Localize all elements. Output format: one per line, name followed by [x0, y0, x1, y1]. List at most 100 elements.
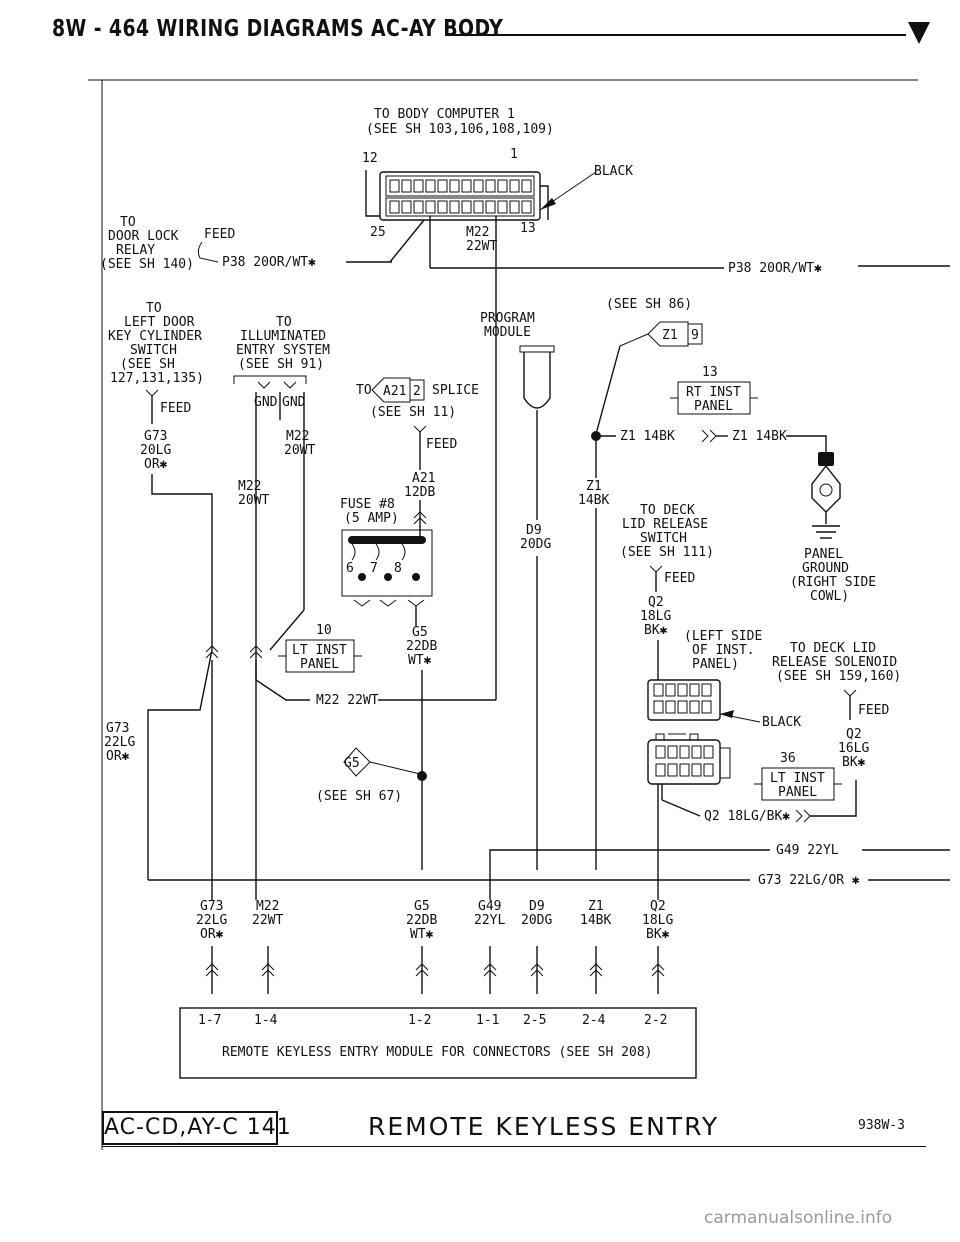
connector-cavity	[701, 700, 712, 714]
module-wire-label: 22WT	[252, 913, 283, 928]
body-computer-connector: TO BODY COMPUTER 1 (SEE SH 103,106,108,1…	[362, 107, 633, 254]
connector-cavity	[679, 745, 690, 759]
svg-text:TO DECK: TO DECK	[640, 503, 695, 518]
connector-cavity	[413, 200, 424, 214]
svg-text:G5: G5	[412, 625, 428, 640]
svg-text:TO: TO	[276, 315, 292, 330]
body-computer-ref: (SEE SH 103,106,108,109)	[366, 122, 554, 137]
pin-25: 25	[370, 225, 386, 240]
module-pin-label: 1-1	[476, 1013, 499, 1028]
svg-text:Q2 18LG/BK✱: Q2 18LG/BK✱	[704, 809, 790, 824]
svg-text:M22 22WT: M22 22WT	[316, 693, 379, 708]
svg-text:OR✱: OR✱	[106, 749, 130, 764]
module-wire-label: 14BK	[580, 913, 611, 928]
svg-text:22LG: 22LG	[104, 735, 135, 750]
svg-text:(RIGHT SIDE: (RIGHT SIDE	[790, 575, 876, 590]
pin-12: 12	[362, 151, 378, 166]
module-pin-label: 2-4	[582, 1013, 606, 1028]
svg-text:20DG: 20DG	[520, 537, 551, 552]
module-wire-label: D9	[529, 899, 545, 914]
g73-wire-label: G73 22LG/OR ✱	[758, 873, 860, 888]
svg-text:Z1 14BK: Z1 14BK	[620, 429, 675, 444]
connector-cavity	[485, 200, 496, 214]
connector-cavity	[667, 745, 678, 759]
deck-lid-release-solenoid: TO DECK LID RELEASE SOLENOID (SEE SH 159…	[754, 641, 901, 801]
deck-lid-release-switch: TO DECK LID RELEASE SWITCH (SEE SH 111) …	[620, 503, 714, 680]
svg-text:FEED: FEED	[204, 227, 235, 242]
connector-cavity	[509, 179, 520, 193]
footer-rule	[102, 1146, 926, 1147]
connector-cavity	[485, 179, 496, 193]
svg-text:(SEE SH 91): (SEE SH 91)	[238, 357, 324, 372]
svg-text:13: 13	[702, 365, 718, 380]
module-wire-label: G5	[414, 899, 430, 914]
pin-13: 13	[520, 221, 536, 236]
svg-text:PANEL: PANEL	[778, 785, 817, 800]
svg-text:Z1: Z1	[586, 479, 602, 494]
connector-cavity	[665, 683, 676, 697]
connector-cavity	[653, 683, 664, 697]
splice-a21: TO A21 2 SPLICE (SEE SH 11) FEED A21 12D…	[340, 377, 479, 620]
svg-text:(SEE SH: (SEE SH	[120, 357, 175, 372]
connector-cavity	[701, 683, 712, 697]
svg-text:(SEE SH 86): (SEE SH 86)	[606, 297, 692, 312]
body-computer-label: TO BODY COMPUTER 1	[374, 107, 515, 122]
program-module: PROGRAM MODULE D9 20DG	[480, 311, 555, 870]
connector-chevron-icon	[483, 963, 497, 977]
svg-text:6: 6	[346, 561, 354, 576]
pin-1: 1	[510, 147, 518, 162]
connector-chevron-icon	[651, 963, 665, 977]
svg-text:SPLICE: SPLICE	[432, 383, 479, 398]
svg-text:PANEL: PANEL	[694, 399, 733, 414]
header-rule	[448, 34, 906, 36]
svg-text:SWITCH: SWITCH	[130, 343, 177, 358]
connector-cavity	[679, 763, 690, 777]
svg-text:KEY CYLINDER: KEY CYLINDER	[108, 329, 202, 344]
connector-cavity	[461, 200, 472, 214]
svg-text:FEED: FEED	[426, 437, 457, 452]
svg-text:OR✱: OR✱	[144, 457, 168, 472]
svg-text:ENTRY SYSTEM: ENTRY SYSTEM	[236, 343, 330, 358]
illuminated-entry-system: TO ILLUMINATED ENTRY SYSTEM (SEE SH 91) …	[233, 315, 330, 651]
svg-text:BK✱: BK✱	[644, 623, 668, 638]
module-wire-label: 22LG	[196, 913, 227, 928]
svg-text:TO DECK LID: TO DECK LID	[790, 641, 876, 656]
svg-text:MODULE: MODULE	[484, 325, 531, 340]
svg-text:(LEFT SIDE: (LEFT SIDE	[684, 629, 762, 644]
connector-cavity	[677, 700, 688, 714]
svg-text:ILLUMINATED: ILLUMINATED	[240, 329, 326, 344]
p38-wire-right: P38 20OR/WT✱	[728, 261, 822, 276]
svg-text:(SEE SH 11): (SEE SH 11)	[370, 405, 456, 420]
module-wire-label: G49	[478, 899, 501, 914]
module-wire-label: M22	[256, 899, 279, 914]
svg-text:RT INST: RT INST	[686, 385, 741, 400]
svg-text:A21: A21	[383, 384, 406, 399]
watermark: carmanualsonline.info	[704, 1208, 893, 1228]
svg-text:127,131,135): 127,131,135)	[110, 371, 204, 386]
header-triangle-icon	[908, 22, 930, 44]
z1-splice: (SEE SH 86) Z1 9 13 RT INST PANEL Z1 14B…	[578, 297, 827, 870]
svg-text:RELAY: RELAY	[116, 243, 155, 258]
svg-text:FEED: FEED	[858, 703, 889, 718]
connector-chevron-icon	[415, 963, 429, 977]
g49-wire-label: G49 22YL	[776, 843, 839, 858]
svg-text:GND: GND	[282, 395, 306, 410]
connector-cavity	[425, 179, 436, 193]
svg-text:9: 9	[691, 328, 699, 343]
m22-top-gauge: 22WT	[466, 239, 497, 254]
svg-text:(SEE SH 111): (SEE SH 111)	[620, 545, 714, 560]
connector-cavity	[413, 179, 424, 193]
svg-text:FEED: FEED	[664, 571, 695, 586]
connector-chevron-icon	[589, 963, 603, 977]
footer-title: REMOTE KEYLESS ENTRY	[368, 1112, 720, 1141]
svg-text:Z1 14BK: Z1 14BK	[732, 429, 787, 444]
svg-text:18LG: 18LG	[640, 609, 671, 624]
svg-text:LID RELEASE: LID RELEASE	[622, 517, 708, 532]
svg-text:SWITCH: SWITCH	[640, 531, 687, 546]
module-wire-label: BK✱	[646, 927, 670, 942]
svg-text:20LG: 20LG	[140, 443, 171, 458]
svg-text:10: 10	[316, 623, 332, 638]
connector-cavity	[401, 200, 412, 214]
